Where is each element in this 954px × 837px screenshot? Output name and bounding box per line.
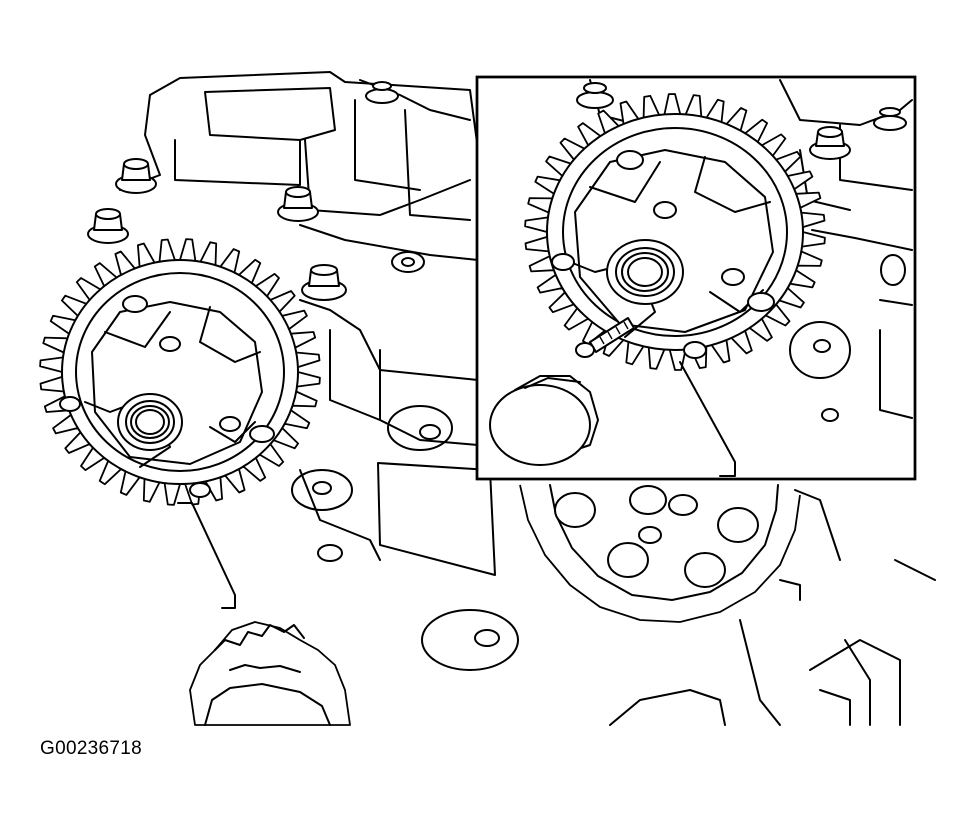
detail-inset <box>475 75 917 481</box>
small-bolt <box>575 317 635 358</box>
left-cam-sprocket <box>39 238 321 506</box>
leader-line-left <box>177 502 236 609</box>
head-bolts <box>87 81 399 301</box>
cylinder-head <box>119 71 936 726</box>
right-cam-sprocket <box>519 484 801 623</box>
inset-cam-sprocket <box>524 93 826 371</box>
lower-sprocket <box>189 621 351 726</box>
figure-id-caption: G00236718 <box>40 738 143 759</box>
sealing-plug <box>489 375 599 466</box>
